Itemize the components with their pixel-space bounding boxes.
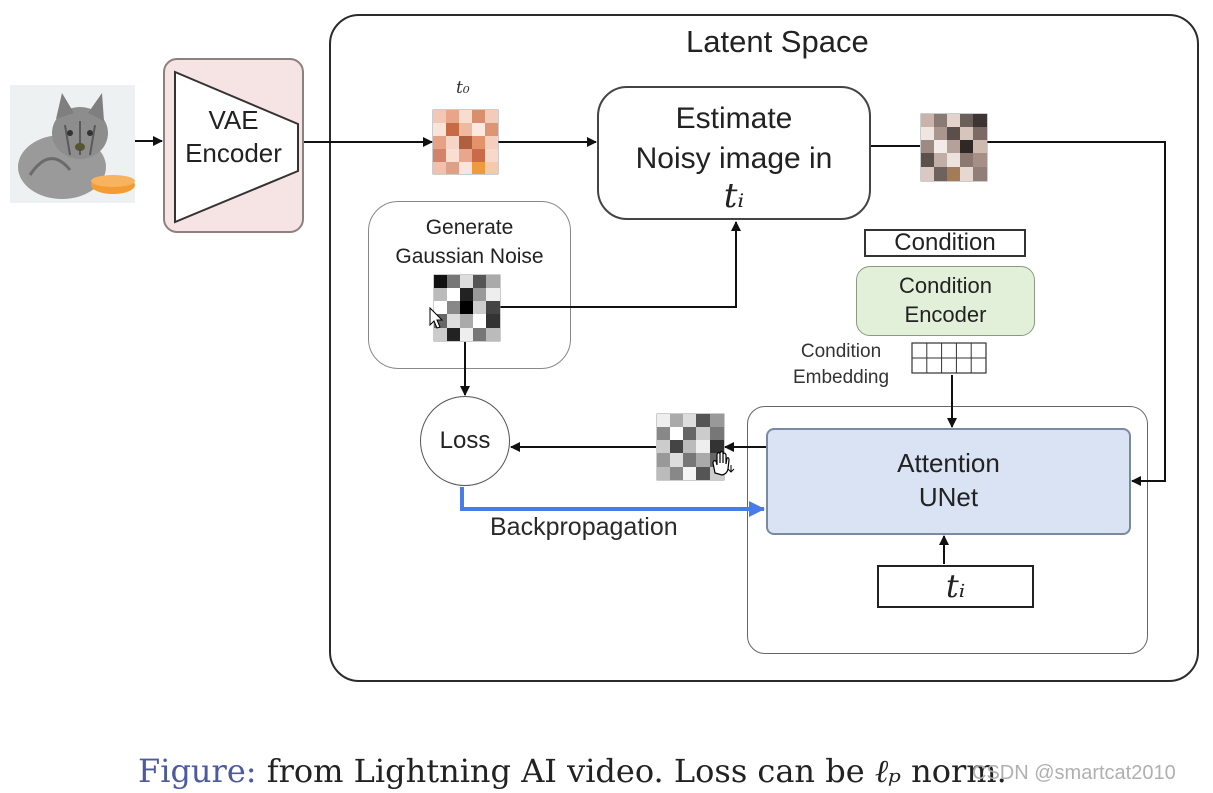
noise-grid-icon	[433, 274, 501, 342]
mouse-pointer-icon	[429, 306, 444, 329]
arrow-noise-to-estimate	[500, 221, 741, 308]
unet-line1: Attention	[897, 448, 1000, 478]
figure-caption: Figure: from Lightning AI video. Loss ca…	[138, 752, 1007, 790]
embedding-grid-icon	[911, 342, 987, 374]
predicted-noise-grid-icon	[656, 413, 725, 481]
estimate-line2: Noisy image in	[635, 142, 833, 175]
condition-encoder-line2: Encoder	[904, 302, 987, 327]
arrow-noisy-to-unet	[987, 141, 1166, 486]
unet-outer-container	[747, 406, 1148, 654]
condition-encoder-box	[856, 266, 1035, 336]
loss-circle: Loss	[420, 396, 510, 486]
watermark: CSDN @smartcat2010	[972, 762, 1176, 784]
embedding-line1: Condition	[800, 341, 882, 362]
unet-line2: UNet	[918, 482, 979, 512]
condition-box: Condition	[864, 229, 1026, 257]
condition-encoder-line1: Condition	[899, 273, 992, 298]
vae-encoder-label: VAE Encoder	[168, 104, 299, 170]
estimate-label: Estimate Noisy image in	[597, 99, 871, 179]
estimate-ti-math: tᵢ	[723, 176, 745, 216]
noisy-latent-grid-icon	[920, 113, 988, 182]
backpropagation-arrow	[460, 487, 765, 517]
latent-grid-icon	[432, 109, 499, 175]
timestep-ti-box: tᵢ	[877, 565, 1034, 608]
caption-text: from Lightning AI video. Loss can be	[256, 752, 875, 790]
cat-photo	[10, 85, 135, 203]
latent-space-container	[329, 14, 1199, 682]
estimate-line1: Estimate	[675, 102, 793, 135]
latent-space-title: Latent Space	[686, 24, 869, 59]
caption-math: ℓₚ	[874, 752, 901, 790]
vae-encoder-line2: Encoder	[185, 138, 282, 168]
condition-embedding-label: Condition Embedding	[778, 339, 904, 391]
gaussian-noise-label: Generate Gaussian Noise	[368, 213, 571, 271]
attention-unet-label: Attention UNet	[766, 446, 1131, 514]
backpropagation-label: Backpropagation	[490, 513, 678, 541]
vae-encoder-line1: VAE	[208, 105, 259, 135]
t0-label: t₀	[456, 78, 470, 98]
caption-figure-label: Figure:	[138, 752, 257, 790]
hand-cursor-icon	[712, 451, 735, 476]
estimate-noisy-image-box	[597, 86, 871, 220]
noise-line2: Gaussian Noise	[395, 245, 544, 268]
condition-encoder-label: Condition Encoder	[856, 271, 1035, 329]
embedding-line2: Embedding	[792, 367, 890, 388]
attention-unet-box	[766, 428, 1131, 535]
gaussian-noise-box	[368, 201, 571, 369]
caption-tail: norm.	[900, 752, 1007, 790]
noise-line1: Generate	[425, 216, 514, 239]
